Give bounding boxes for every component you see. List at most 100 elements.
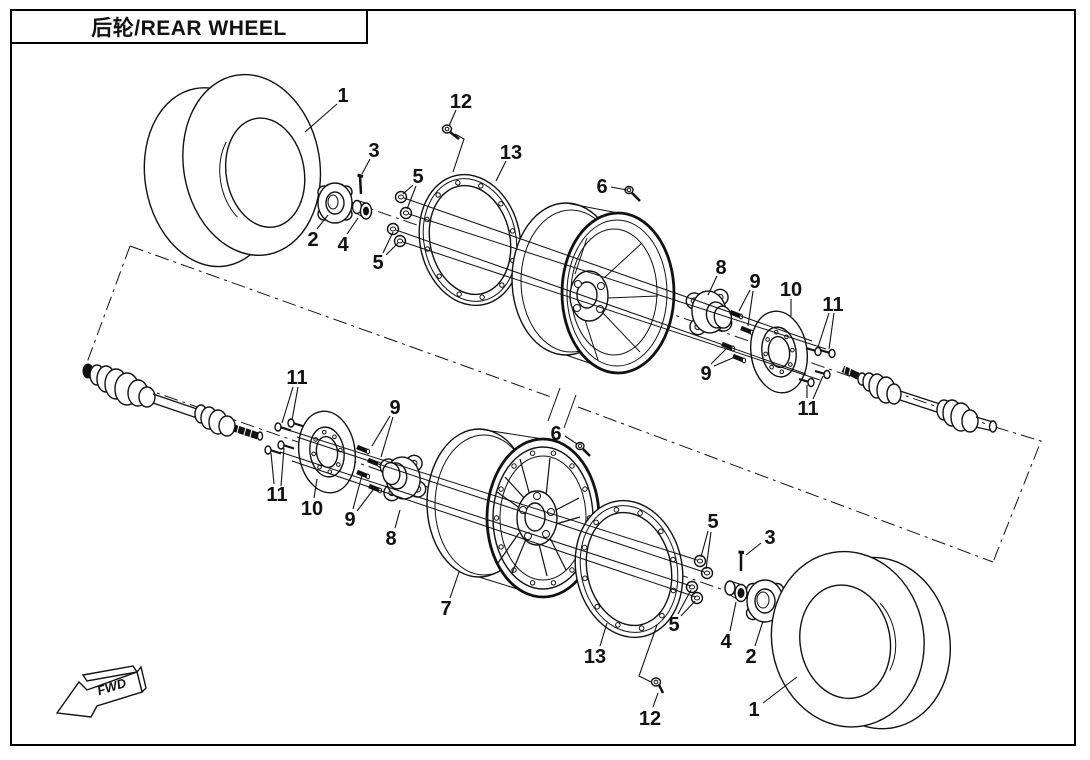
callout-leader-1	[762, 676, 798, 704]
left-axis-connector	[84, 245, 131, 369]
disc-bolts-lower	[264, 418, 305, 455]
callout-leader-12	[652, 692, 659, 708]
callout-12: 12	[450, 91, 472, 113]
callout-3: 3	[764, 527, 775, 549]
ring-bolt-lower-12	[638, 624, 665, 694]
callout-leader-8	[394, 509, 401, 529]
callout-leader-5	[677, 589, 692, 615]
ring-bolt-upper-12	[441, 124, 465, 173]
beadlock-ring-lower	[574, 499, 684, 639]
callout-4: 4	[337, 234, 349, 256]
callout-leader-5	[705, 531, 712, 570]
callout-1: 1	[337, 85, 348, 107]
axle-nut-lower	[724, 580, 748, 603]
callout-leader-12	[448, 109, 457, 127]
callout-2: 2	[307, 229, 318, 251]
right-axis-connector	[992, 426, 1042, 563]
callout-5: 5	[668, 614, 679, 636]
callout-5: 5	[412, 166, 423, 188]
callout-11: 11	[266, 484, 287, 506]
callout-leader-2	[754, 620, 764, 647]
callout-leader-3	[745, 542, 762, 556]
page-border	[10, 9, 1076, 746]
callout-leader-9	[713, 356, 736, 367]
callout-8: 8	[715, 257, 726, 279]
callout-12: 12	[639, 708, 661, 730]
callout-11: 11	[822, 294, 843, 316]
callout-leader-4	[346, 217, 359, 235]
callout-13: 13	[500, 142, 522, 164]
fwd-arrow: FWD	[55, 665, 147, 718]
callout-11: 11	[286, 367, 307, 389]
callout-leader-11	[291, 386, 299, 421]
wheel-nuts-lower	[685, 554, 714, 605]
callout-6: 6	[550, 423, 561, 445]
axle-nut-upper	[351, 199, 373, 220]
hub-cap-upper	[317, 182, 353, 224]
tire-upper	[143, 73, 322, 268]
callout-leader-5	[700, 530, 709, 558]
callout-5: 5	[707, 511, 718, 533]
main-axis-right	[577, 406, 994, 563]
wheel-hub-upper	[685, 288, 733, 336]
callout-10: 10	[780, 279, 802, 301]
cotter-pin-lower	[738, 550, 745, 571]
callout-leader-11	[812, 375, 824, 400]
callout-leader-9	[371, 415, 391, 447]
brake-disc-upper	[749, 310, 809, 394]
callout-leader-5	[385, 242, 399, 256]
valve-bolt-lower-6	[575, 441, 591, 457]
callout-9: 9	[344, 509, 355, 531]
callout-leader-13	[599, 622, 608, 647]
callout-leader-4	[729, 601, 737, 632]
callout-leader-9	[710, 346, 729, 365]
stud-projection-lines-upper	[395, 197, 827, 381]
callout-leader-5	[402, 184, 414, 195]
callout-leader-11	[280, 447, 285, 487]
callout-leader-9	[352, 474, 363, 510]
callout-4: 4	[720, 631, 732, 653]
callout-5: 5	[372, 252, 383, 274]
callout-leader-5	[680, 600, 696, 617]
page-title: 后轮/REAR WHEEL	[91, 16, 287, 40]
callout-9: 9	[700, 363, 711, 385]
callout-leader-9	[747, 290, 754, 327]
callout-6: 6	[596, 176, 607, 198]
callout-3: 3	[368, 140, 379, 162]
callout-8: 8	[385, 528, 396, 550]
callout-leader-7	[449, 571, 460, 599]
callout-leader-11	[828, 312, 835, 350]
callout-2: 2	[745, 646, 756, 668]
wheel-rim-lower	[426, 428, 601, 599]
callout-leader-6	[564, 435, 578, 445]
main-axis-left	[129, 245, 552, 398]
tire-lower	[770, 550, 952, 730]
callout-leader-9	[738, 289, 751, 312]
callout-leader-5	[382, 231, 394, 254]
drive-axle-upper	[841, 364, 998, 433]
callout-13: 13	[584, 646, 606, 668]
callout-leader-1	[304, 103, 338, 133]
callout-leader-11	[281, 386, 294, 424]
callout-leader-2	[316, 214, 329, 230]
callout-leader-8	[707, 275, 718, 296]
axis-break-tick	[547, 387, 561, 422]
brake-disc-lower	[297, 410, 357, 494]
cotter-pin-upper	[357, 173, 364, 195]
callout-9: 9	[749, 271, 760, 293]
callout-11: 11	[797, 398, 818, 420]
callout-leader-11	[270, 452, 275, 485]
valve-bolt-upper-6	[624, 185, 641, 202]
title-box: 后轮/REAR WHEEL	[10, 9, 368, 44]
wheel-hub-lower	[379, 454, 427, 502]
callout-leader-3	[361, 158, 371, 175]
callout-leader-13	[495, 160, 507, 182]
callout-leader-9	[380, 416, 394, 458]
drive-axle-lower	[82, 363, 264, 441]
callout-9: 9	[389, 397, 400, 419]
disc-bolts-upper	[798, 346, 836, 388]
callout-10: 10	[301, 498, 323, 520]
callout-leader-9	[356, 489, 374, 512]
